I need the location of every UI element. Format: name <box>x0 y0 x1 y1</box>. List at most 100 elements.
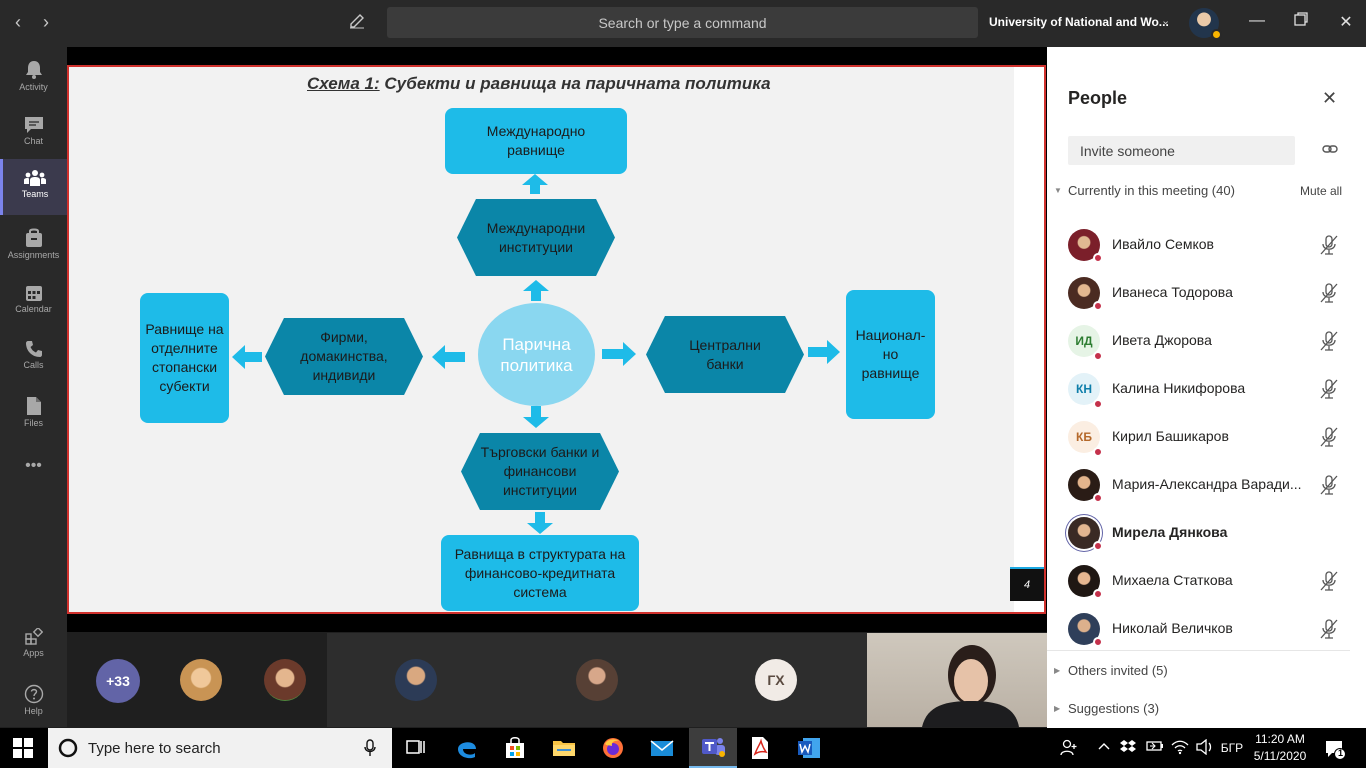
participant-row[interactable]: Николай Величков <box>1068 609 1348 649</box>
word-icon[interactable] <box>797 736 821 760</box>
participant-name: Мария-Александра Варади... <box>1112 476 1302 492</box>
mic-off-icon[interactable] <box>1320 283 1338 303</box>
command-search-input[interactable]: Search or type a command <box>387 7 978 38</box>
box-national-level: Национал-но равнище <box>846 290 935 419</box>
file-icon <box>26 397 41 415</box>
caret-down-icon: ▼ <box>1054 186 1062 195</box>
mute-all-button[interactable]: Mute all <box>1300 184 1343 198</box>
participant-avatar[interactable] <box>576 659 618 701</box>
participant-name: Иванеса Тодорова <box>1112 284 1233 300</box>
center-monetary-policy: Парична политика <box>478 303 595 406</box>
store-icon[interactable] <box>503 736 527 760</box>
apps-icon <box>24 628 43 645</box>
participant-name: Михаела Статкова <box>1112 572 1233 588</box>
mic-off-icon[interactable] <box>1320 619 1338 639</box>
others-invited-section[interactable]: ▶Others invited (5) <box>1054 663 1168 678</box>
forward-arrow-icon[interactable]: › <box>43 12 49 32</box>
chevron-down-icon[interactable]: ⌄ <box>1161 15 1171 27</box>
user-avatar[interactable] <box>1189 8 1222 40</box>
speaker-video-tile[interactable] <box>867 633 1047 727</box>
dropbox-icon[interactable] <box>1120 739 1144 763</box>
rail-help[interactable]: Help <box>0 674 67 730</box>
rail-assignments[interactable]: Assignments <box>0 218 67 274</box>
rail-apps[interactable]: Apps <box>0 618 67 674</box>
back-arrow-icon[interactable]: ‹ <box>15 12 21 32</box>
arrow-right-icon <box>808 340 840 364</box>
mic-off-icon[interactable] <box>1320 379 1338 399</box>
invite-someone-input[interactable]: Invite someone <box>1068 136 1295 165</box>
rail-teams[interactable]: Teams <box>0 159 67 215</box>
clock-time[interactable]: 11:20 AM <box>1255 732 1305 746</box>
participant-row-speaking[interactable]: Мирела Дянкова <box>1068 513 1348 553</box>
clock-date[interactable]: 5/11/2020 <box>1253 749 1307 763</box>
copy-link-icon[interactable] <box>1322 142 1338 160</box>
mic-off-icon[interactable] <box>1320 475 1338 495</box>
participant-row[interactable]: Ивайло Семков <box>1068 225 1348 265</box>
close-icon[interactable]: ✕ <box>1322 88 1338 108</box>
participant-avatar[interactable] <box>180 659 222 701</box>
teams-icon <box>24 170 46 186</box>
participant-initials-avatar[interactable]: ГХ <box>755 659 797 701</box>
rail-chat[interactable]: Chat <box>0 106 67 162</box>
mic-off-icon[interactable] <box>1320 331 1338 351</box>
participant-avatar[interactable] <box>395 659 437 701</box>
pdf-reader-icon[interactable] <box>748 736 772 760</box>
wifi-icon[interactable] <box>1171 739 1195 763</box>
overflow-participants-button[interactable]: +33 <box>96 659 140 703</box>
busy-status-icon <box>1093 493 1103 503</box>
box-economic-subjects-level: Равнище на отделните стопански субекти <box>140 293 229 423</box>
people-icon[interactable] <box>1060 738 1084 762</box>
participant-row[interactable]: КБ Кирил Башикаров <box>1068 417 1348 457</box>
battery-icon[interactable] <box>1146 739 1170 763</box>
more-apps-icon[interactable]: ••• <box>25 457 42 474</box>
chevron-up-icon[interactable] <box>1097 739 1121 763</box>
participant-row[interactable]: Мария-Александра Варади... <box>1068 465 1348 505</box>
org-name[interactable]: University of National and Wo... <box>989 15 1169 29</box>
busy-status-icon <box>1093 351 1103 361</box>
windows-start-icon[interactable] <box>13 738 37 762</box>
close-window-icon[interactable]: ✕ <box>1339 14 1353 31</box>
teams-taskbar-button[interactable] <box>689 728 737 768</box>
rail-calls[interactable]: Calls <box>0 330 67 386</box>
suggestions-section[interactable]: ▶Suggestions (3) <box>1054 701 1159 716</box>
participant-avatar[interactable] <box>264 659 306 701</box>
hex-firms-households: Фирми, домакинства, индивиди <box>265 318 423 395</box>
file-explorer-icon[interactable] <box>552 736 576 760</box>
taskbar-search-input[interactable]: Type here to search <box>48 728 392 768</box>
edge-browser-icon[interactable] <box>455 736 479 760</box>
busy-status-icon <box>1093 253 1103 263</box>
box-financial-system-level: Равнища в структурата на финансово-креди… <box>441 535 639 611</box>
volume-icon[interactable] <box>1196 738 1220 763</box>
participant-row[interactable]: КН Калина Никифорова <box>1068 369 1348 409</box>
language-indicator[interactable]: БГР <box>1220 741 1244 755</box>
mic-off-icon[interactable] <box>1320 571 1338 591</box>
compose-icon[interactable] <box>348 12 368 32</box>
task-view-icon[interactable] <box>405 736 429 760</box>
busy-status-icon <box>1093 399 1103 409</box>
mail-icon[interactable] <box>650 736 674 760</box>
participant-row[interactable]: ИД Ивета Джорова <box>1068 321 1348 361</box>
rail-label: Activity <box>19 82 48 92</box>
mic-off-icon[interactable] <box>1320 427 1338 447</box>
rail-calendar[interactable]: Calendar <box>0 274 67 330</box>
notification-count: 1 <box>1337 748 1343 758</box>
firefox-icon[interactable] <box>601 736 625 760</box>
maximize-icon[interactable] <box>1289 12 1313 31</box>
microphone-icon[interactable] <box>364 739 376 757</box>
arrow-up-icon <box>523 280 549 301</box>
chat-icon <box>24 117 43 133</box>
participant-name: Николай Величков <box>1112 620 1233 636</box>
action-center-icon[interactable]: 1 <box>1324 738 1348 762</box>
mic-off-icon[interactable] <box>1320 235 1338 255</box>
caret-right-icon: ▶ <box>1054 704 1061 713</box>
arrow-down-icon <box>523 406 549 428</box>
minimize-icon[interactable]: — <box>1249 12 1265 29</box>
participant-row[interactable]: Михаела Статкова <box>1068 561 1348 601</box>
participant-name: Ивайло Семков <box>1112 236 1214 252</box>
arrow-down-icon <box>527 512 553 534</box>
rail-activity[interactable]: Activity <box>0 50 67 106</box>
participant-row[interactable]: Иванеса Тодорова <box>1068 273 1348 313</box>
rail-files[interactable]: Files <box>0 386 67 442</box>
participant-photo <box>1068 229 1103 263</box>
current-meeting-section[interactable]: ▼Currently in this meeting (40) <box>1054 183 1235 198</box>
